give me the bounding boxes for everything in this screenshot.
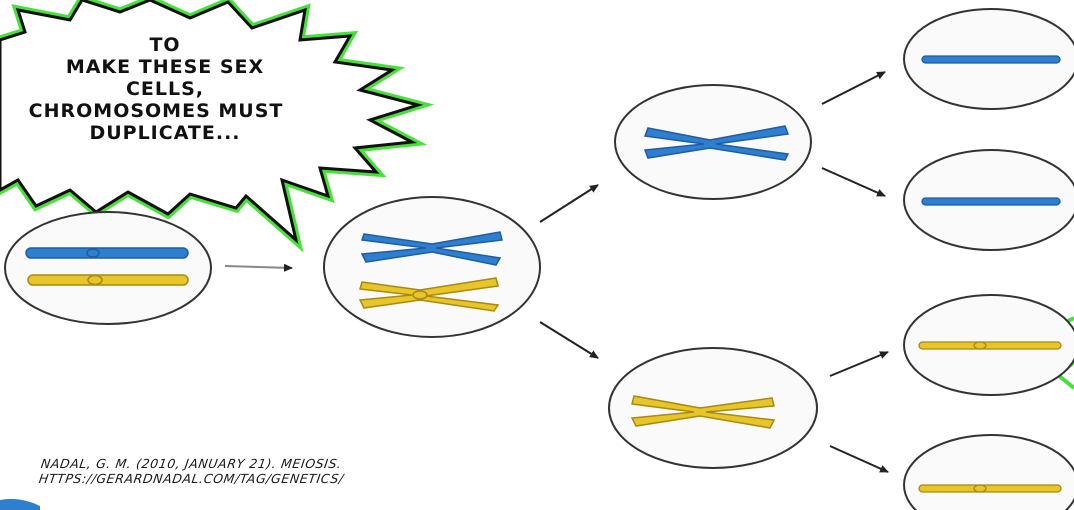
speech-bubble: [0, 0, 435, 253]
bubble-line-1: TO: [149, 34, 181, 56]
chromatid-blue-2: [921, 197, 1061, 206]
bubble-line-5: DUPLICATE...: [89, 122, 241, 144]
arrow-duplicated-to-yellow: [539, 321, 599, 359]
cell-original: [4, 211, 212, 325]
chromosome-blue-single: [25, 247, 189, 259]
bubble-line-4: CHROMOSOMES MUST: [28, 100, 284, 122]
chromosome-yellow-single: [27, 274, 189, 286]
chromosome-blue-duplicated: [360, 231, 503, 266]
arrow-blue-to-gamete-1: [821, 71, 886, 105]
cell-duplicated: [323, 196, 541, 338]
chromosome-yellow-x: [630, 395, 776, 429]
chromatid-yellow-1: [918, 341, 1062, 350]
chromosome-blue-x: [643, 125, 790, 161]
chromosome-yellow-duplicated: [358, 277, 500, 312]
arrow-yellow-to-gamete-2: [829, 445, 889, 473]
cell-gamete-yellow-2: [903, 434, 1074, 510]
arrow-duplicated-to-blue: [539, 184, 599, 223]
citation: NADAL, G. M. (2010, JANUARY 21). MEIOSIS…: [38, 456, 347, 486]
arrow-original-to-duplicated: [224, 263, 293, 272]
bubble-line-2: MAKE THESE SEX: [65, 56, 265, 78]
citation-line-2: HTTPS://GERARDNADAL.COM/TAG/GENETICS/: [37, 471, 345, 486]
arrow-yellow-to-gamete-1: [829, 351, 889, 377]
corner-fragment: [0, 498, 40, 510]
chromatid-yellow-2: [918, 484, 1062, 493]
citation-line-1: NADAL, G. M. (2010, JANUARY 21). MEIOSIS…: [40, 456, 343, 471]
arrow-blue-to-gamete-2: [821, 167, 886, 197]
chromatid-blue-1: [921, 55, 1061, 64]
speech-bubble-text: TO MAKE THESE SEX CELLS, CHROMOSOMES MUS…: [0, 34, 330, 144]
bubble-line-3: CELLS,: [125, 78, 205, 100]
